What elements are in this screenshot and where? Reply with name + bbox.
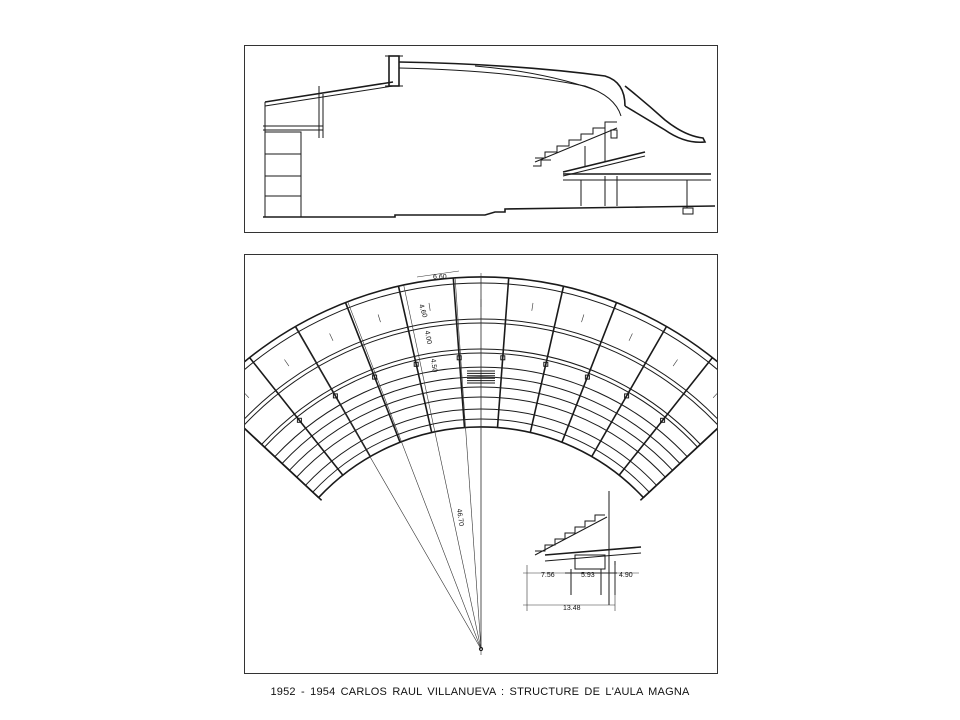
detail-section bbox=[523, 491, 642, 611]
left-wall bbox=[264, 131, 302, 218]
plan-column bbox=[413, 361, 419, 367]
plan-column bbox=[372, 374, 378, 380]
plan-column bbox=[296, 417, 302, 423]
plan-radial-rib bbox=[249, 357, 344, 476]
dimension-depth-3: 4.50 bbox=[429, 358, 438, 373]
plan-radial-rib bbox=[591, 326, 668, 457]
plan-radial-rib bbox=[344, 302, 401, 443]
roof-main-curve bbox=[398, 61, 626, 107]
section-drawing-frame bbox=[244, 45, 718, 233]
plan-column bbox=[584, 374, 590, 380]
detail-dimension-span-a: 7.56 bbox=[541, 572, 555, 579]
detail-dimension-total: 13.48 bbox=[563, 605, 581, 612]
plan-column bbox=[660, 417, 666, 423]
plan-panel-tick bbox=[628, 333, 633, 341]
longitudinal-section-drawing bbox=[263, 55, 716, 218]
canopy-sweep bbox=[624, 85, 707, 144]
balcony-stairs bbox=[535, 121, 617, 159]
roof-plan-drawing: 6.60 4.60 4.00 4.50 46.70 7.56 5.93 4.90… bbox=[245, 270, 717, 655]
plan-panel-tick bbox=[428, 302, 431, 311]
bay-width-dimension-line bbox=[416, 270, 460, 278]
figure-caption: 1952 - 1954 CARLOS RAUL VILLANUEVA : STR… bbox=[270, 686, 690, 698]
construction-fan-line bbox=[347, 301, 482, 650]
plan-radial-rib bbox=[529, 286, 565, 433]
construction-fan-line bbox=[403, 285, 482, 650]
plan-drawing-frame: 6.60 4.60 4.00 4.50 46.70 7.56 5.93 4.90… bbox=[244, 254, 718, 674]
arc-center-point bbox=[478, 646, 484, 652]
detail-dimension-span-c: 4.90 bbox=[619, 572, 633, 579]
plan-panel-tick bbox=[284, 359, 290, 367]
plan-radial-rib bbox=[294, 326, 371, 457]
plan-radial-rib bbox=[397, 286, 433, 433]
plan-radial-rib bbox=[496, 277, 510, 428]
roof-top-block bbox=[388, 55, 400, 87]
plan-radial-rib bbox=[561, 302, 618, 443]
dimension-radius: 46.70 bbox=[455, 508, 464, 526]
roof-left bbox=[264, 81, 394, 103]
plan-panel-tick bbox=[581, 314, 585, 323]
plan-end-cap bbox=[245, 427, 323, 501]
plan-radial-rib bbox=[452, 277, 466, 428]
plan-radial-rib bbox=[618, 357, 713, 476]
plan-column bbox=[332, 393, 338, 399]
plan-column bbox=[500, 355, 506, 361]
plan-column bbox=[456, 355, 462, 361]
construction-fan-line bbox=[454, 277, 482, 650]
plan-panel-tick bbox=[712, 393, 717, 399]
detail-dimension-span-b: 5.93 bbox=[581, 572, 595, 579]
plan-panel-tick bbox=[377, 314, 381, 323]
construction-fan-line bbox=[294, 326, 482, 650]
plan-panel-tick bbox=[531, 302, 534, 311]
section-floor-line bbox=[263, 205, 716, 218]
dimension-bay-width: 6.60 bbox=[433, 274, 447, 281]
plan-end-cap bbox=[639, 427, 717, 501]
plan-panel-tick bbox=[329, 333, 334, 341]
dimension-depth-1: 4.60 bbox=[417, 303, 428, 318]
plan-panel-tick bbox=[672, 359, 678, 367]
plan-column bbox=[543, 361, 549, 367]
plan-arc-geometry bbox=[245, 270, 717, 655]
plan-panel-tick bbox=[245, 393, 250, 399]
dimension-depth-2: 4.00 bbox=[423, 330, 432, 345]
plan-radial-rib bbox=[245, 427, 320, 499]
plan-column bbox=[624, 393, 630, 399]
plan-radial-rib bbox=[642, 427, 717, 499]
